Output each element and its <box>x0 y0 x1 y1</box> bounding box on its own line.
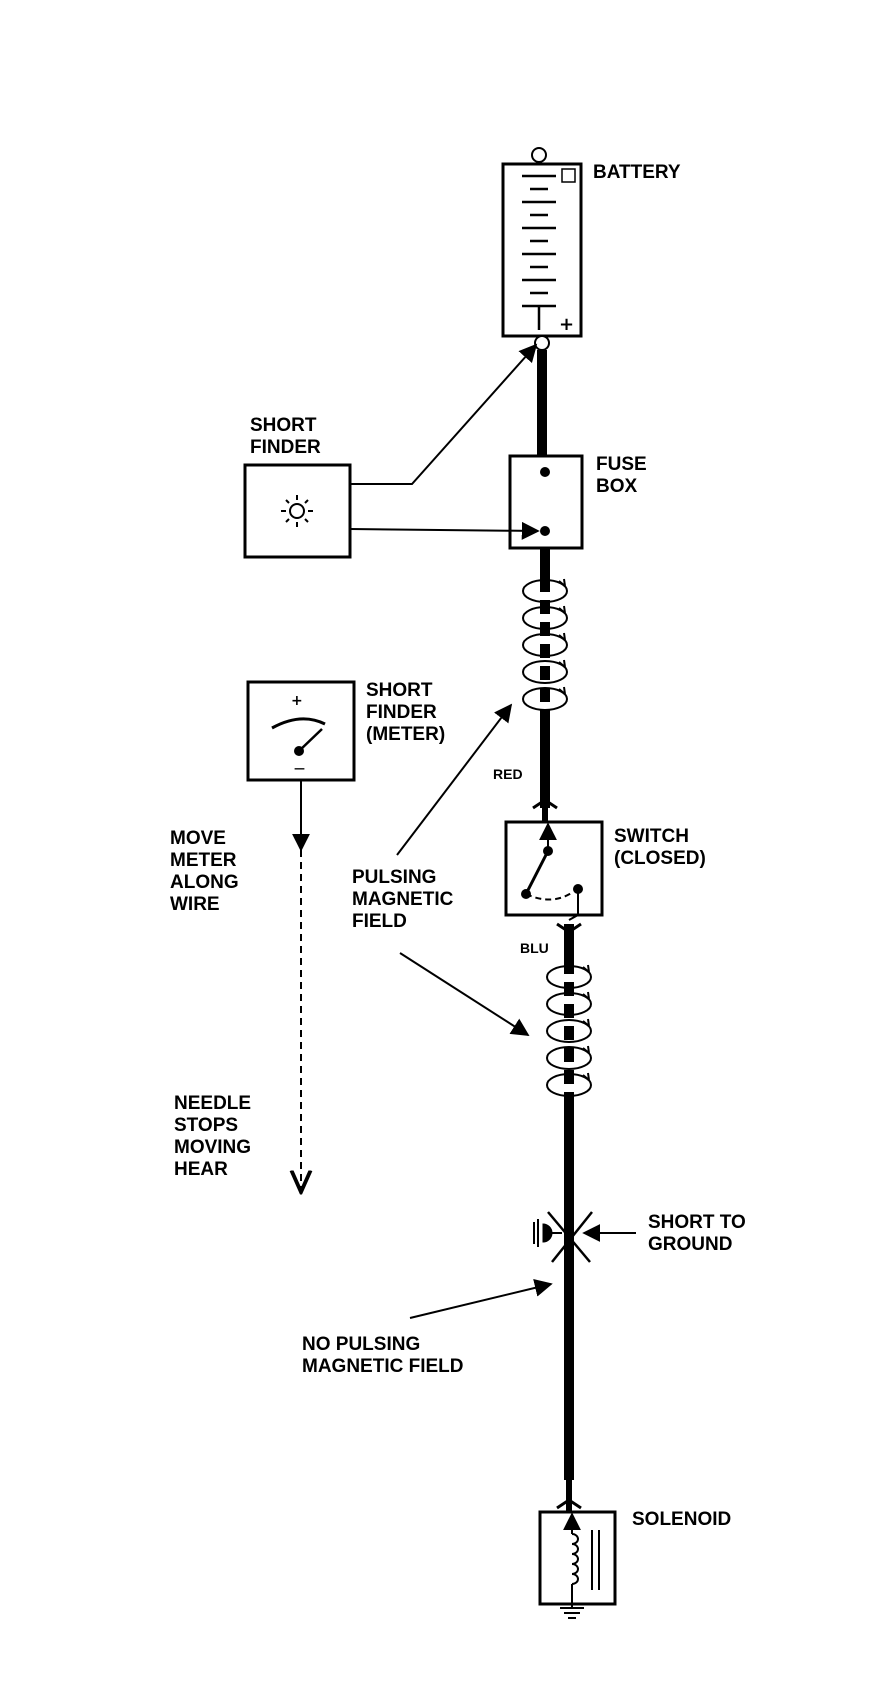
short-finder-lead-battery <box>350 343 538 485</box>
move-meter-label: MOVE METER ALONG WIRE <box>170 828 244 915</box>
solenoid-label: SOLENOID <box>632 1509 731 1530</box>
short-finder-box <box>243 463 352 559</box>
ground-icon <box>560 1607 584 1619</box>
battery-positive-terminal <box>534 335 550 351</box>
meter-label: SHORT FINDER (METER) <box>366 680 445 745</box>
short-to-ground-label: SHORT TO GROUND <box>648 1212 751 1255</box>
fuse-box: FUSE BOX <box>508 454 652 550</box>
pulsing-arrow-upper <box>396 703 513 856</box>
sun-icon <box>281 495 313 527</box>
coil-icon <box>571 1533 579 1585</box>
coil-icon <box>546 964 592 1097</box>
switch-blade <box>524 850 550 895</box>
short-finder-label: SHORT FINDER <box>250 415 322 458</box>
battery-plus-sign: + <box>559 314 574 335</box>
meter-minus-sign: — <box>294 762 305 775</box>
switch: SWITCH (CLOSED) <box>504 798 706 934</box>
ground-icon <box>533 1219 562 1247</box>
no-pulsing-label: NO PULSING MAGNETIC FIELD <box>302 1334 464 1377</box>
no-pulsing-arrow <box>409 1279 553 1319</box>
coil-icon <box>522 578 568 711</box>
cross-mark-icon <box>547 1211 593 1263</box>
wire-blu-label: BLU <box>520 940 549 956</box>
wire-red-label: RED <box>493 766 523 782</box>
short-to-ground: SHORT TO GROUND <box>533 1211 751 1263</box>
needle-stops-label: NEEDLE STOPS MOVING HEAR <box>174 1093 256 1180</box>
pulsing-arrow-lower <box>399 952 530 1036</box>
short-finder-lead-fuse <box>349 521 540 540</box>
pulsing-field-label: PULSING MAGNETIC FIELD <box>352 867 459 932</box>
short-finder: SHORT FINDER <box>243 343 540 559</box>
battery-negative-terminal <box>531 147 547 163</box>
gauge-needle-icon <box>271 717 326 756</box>
solenoid: SOLENOID <box>538 1480 731 1619</box>
fuse-box-label: FUSE BOX <box>596 454 652 497</box>
switch-box <box>504 820 604 917</box>
short-finder-meter: + — SHORT FINDER (METER) <box>246 680 445 1192</box>
switch-label: SWITCH (CLOSED) <box>614 826 706 869</box>
battery-cells-icon <box>522 174 556 330</box>
meter-plus-sign: + <box>291 693 303 709</box>
battery-label: BATTERY <box>593 162 681 183</box>
battery: + BATTERY <box>501 147 681 351</box>
main-wire <box>537 350 574 1480</box>
